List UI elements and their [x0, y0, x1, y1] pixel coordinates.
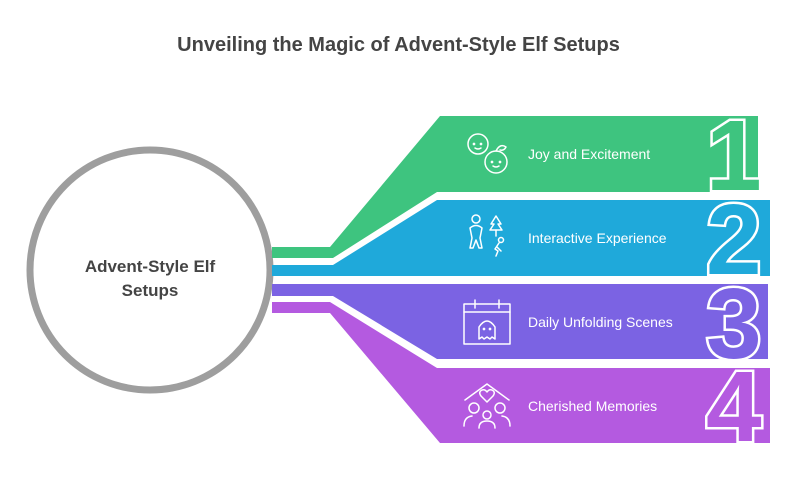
- center-circle: [26, 146, 274, 394]
- band-1-shape: [272, 116, 758, 258]
- children-faces-icon: [467, 133, 508, 174]
- band-1: 1 Joy and Excitement: [272, 98, 764, 258]
- band-4-shape: [272, 302, 770, 443]
- band-4-number: 4: [706, 351, 762, 463]
- band-2-shape: [272, 200, 770, 276]
- calendar-ghost-icon: [463, 299, 511, 345]
- band-4-label: Cherished Memories: [528, 398, 657, 414]
- center-label-line1: Advent-Style Elf: [85, 257, 216, 276]
- band-3-number: 3: [706, 268, 762, 380]
- band-1-label: Joy and Excitement: [528, 146, 650, 162]
- band-2: 2 Interactive Experience: [272, 182, 770, 299]
- band-1-number: 1: [706, 100, 762, 212]
- band-3: 3 Daily Unfolding Scenes: [272, 266, 768, 383]
- band-2-label: Interactive Experience: [528, 230, 667, 246]
- people-playing-tree-icon: [469, 214, 505, 257]
- band-3-label: Daily Unfolding Scenes: [528, 314, 673, 330]
- diagram-title: Unveiling the Magic of Advent-Style Elf …: [177, 34, 620, 56]
- band-4: 4 Cherished Memories: [272, 302, 770, 466]
- band-3-shape: [272, 284, 768, 359]
- band-2-number: 2: [706, 184, 762, 296]
- center-label-line2: Setups: [122, 281, 179, 300]
- family-home-heart-icon: [463, 383, 511, 429]
